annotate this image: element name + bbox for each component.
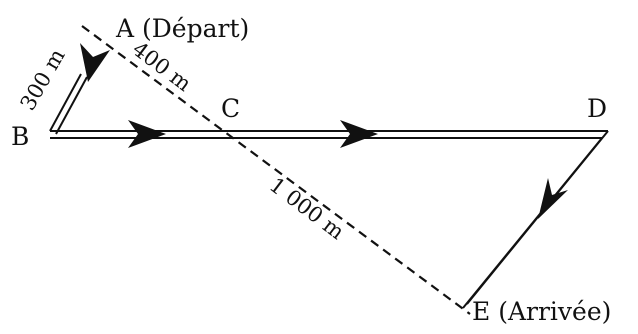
path-a-b xyxy=(49,73,88,135)
arrow-c-d-icon xyxy=(340,120,378,148)
arrow-d-e-icon xyxy=(538,178,568,219)
label-d: D xyxy=(587,94,607,123)
label-e-arrivee: E (Arrivée) xyxy=(472,297,611,326)
path-b-d xyxy=(50,130,608,139)
measure-400m: 400 m xyxy=(128,37,196,96)
label-b: B xyxy=(11,122,29,151)
label-a-depart: A (Départ) xyxy=(115,14,249,43)
arrow-b-c-icon xyxy=(128,120,166,148)
label-c: C xyxy=(221,94,240,123)
measure-300m: 300 m xyxy=(16,45,70,115)
arrow-a-b-icon xyxy=(80,43,110,82)
dashed-line-a-e xyxy=(81,25,471,315)
path-d-e xyxy=(462,130,609,309)
measure-1000m: 1 000 m xyxy=(265,173,349,244)
